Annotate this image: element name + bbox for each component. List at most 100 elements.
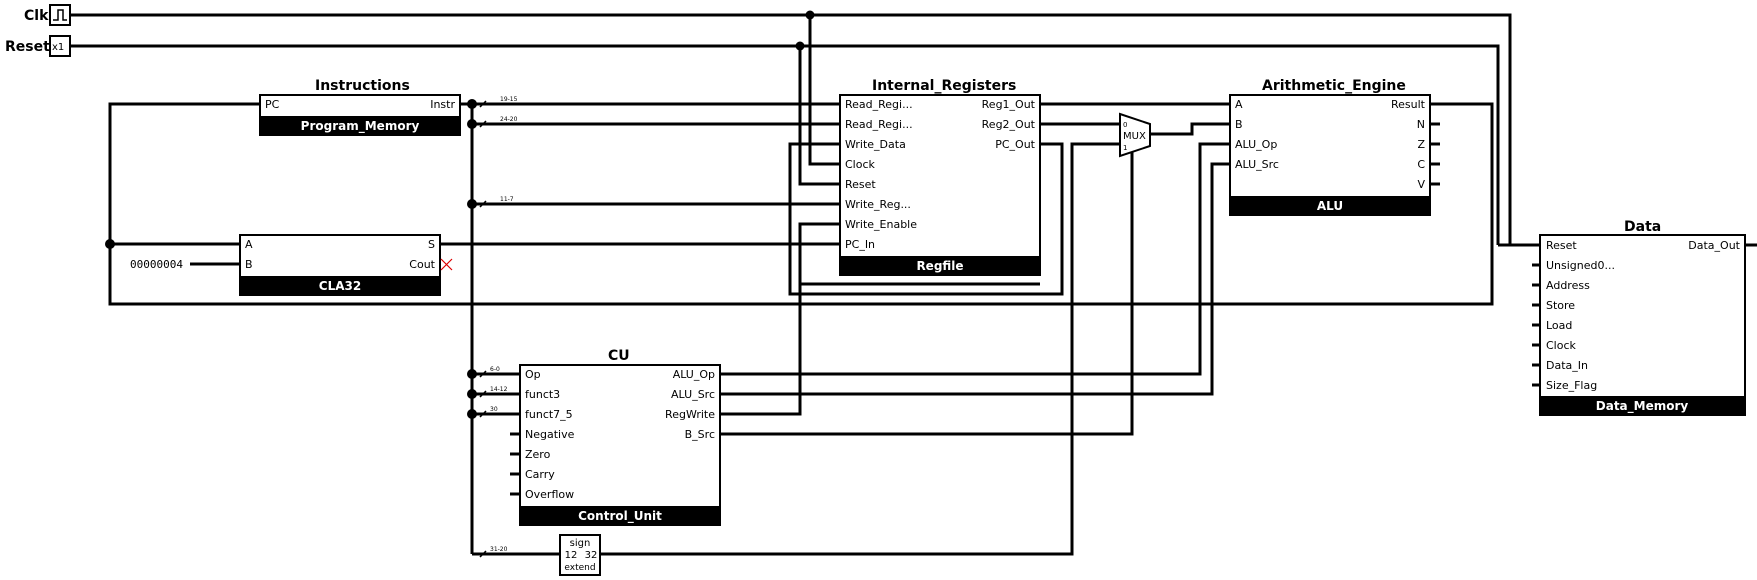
dm-pin-address: Address bbox=[1546, 279, 1590, 292]
instr-bus bbox=[460, 102, 474, 554]
split-imm-label: 31-20 bbox=[490, 546, 508, 553]
dm-pin-reset: Reset bbox=[1546, 239, 1577, 252]
reset-input[interactable]: Reset x1 bbox=[5, 35, 71, 57]
writedata-wire bbox=[788, 142, 1064, 296]
wires bbox=[63, 13, 1757, 556]
mux-sel1: 1 bbox=[1123, 144, 1127, 152]
alu-pin-n: N bbox=[1417, 118, 1425, 131]
alusrc-wire bbox=[720, 162, 1232, 396]
mux-sel0: 0 bbox=[1123, 121, 1127, 129]
mux-block[interactable]: 0 1 MUX bbox=[1119, 112, 1151, 158]
rf-pin-pcout: PC_Out bbox=[995, 138, 1035, 151]
junctions bbox=[105, 10, 815, 419]
regfile-title: Internal_Registers bbox=[872, 78, 1016, 94]
cu-pin-funct3: funct3 bbox=[525, 388, 560, 401]
program-memory-name: Program_Memory bbox=[301, 119, 420, 134]
reset-value: x1 bbox=[52, 42, 64, 53]
unconnected-x-icon bbox=[440, 258, 453, 271]
clock-waveform-icon bbox=[53, 9, 67, 21]
rf-pin-wd: Write_Data bbox=[845, 138, 906, 151]
alu-pin-b: B bbox=[1235, 118, 1243, 131]
alu-block[interactable]: Arithmetic_Engine ALU A B ALU_Op ALU_Src… bbox=[1229, 78, 1431, 216]
cu-pin-bsrc: B_Src bbox=[685, 428, 715, 441]
split-rs1-label: 19-15 bbox=[500, 96, 518, 103]
rf-pin-reset: Reset bbox=[845, 178, 876, 191]
cu-name: Control_Unit bbox=[578, 509, 662, 524]
control-unit-block[interactable]: CU Control_Unit Op funct3 funct7_5 Negat… bbox=[519, 348, 721, 526]
split-funct3-label: 14-12 bbox=[490, 386, 508, 393]
cu-pin-carry: Carry bbox=[525, 468, 555, 481]
dm-pin-load: Load bbox=[1546, 319, 1572, 332]
reset-box[interactable] bbox=[49, 35, 71, 57]
cu-pin-regwrite: RegWrite bbox=[665, 408, 715, 421]
cu-pin-zero: Zero bbox=[525, 448, 551, 461]
bsrc-wire bbox=[720, 144, 1134, 436]
split-op-label: 6-0 bbox=[490, 366, 500, 373]
rf-pin-reg1out: Reg1_Out bbox=[982, 98, 1036, 111]
clk-box[interactable] bbox=[49, 4, 71, 26]
dm-pin-size: Size_Flag bbox=[1546, 379, 1597, 392]
sext-in: 12 bbox=[565, 550, 578, 561]
program-memory-title: Instructions bbox=[315, 78, 410, 94]
regfile-block[interactable]: Internal_Registers Regfile Read_Regi... … bbox=[839, 78, 1041, 276]
alu-pin-aluop: ALU_Op bbox=[1235, 138, 1277, 151]
rf-pin-reg2out: Reg2_Out bbox=[982, 118, 1036, 131]
imm-to-mux-wire bbox=[600, 142, 1120, 556]
cla32-name: CLA32 bbox=[319, 279, 361, 293]
program-memory-block[interactable]: Instructions Program_Memory PC Instr bbox=[259, 78, 461, 136]
data-memory-block[interactable]: Data Data_Memory Reset Unsigned0... Addr… bbox=[1539, 219, 1746, 416]
cla-pin-b: B bbox=[245, 258, 253, 271]
regwrite-wire bbox=[720, 224, 802, 416]
mux-label: MUX bbox=[1123, 131, 1146, 142]
clk-label: Clk bbox=[24, 8, 49, 24]
alu-pin-result: Result bbox=[1391, 98, 1426, 111]
cla-pin-a: A bbox=[245, 238, 253, 251]
dm-pin-dataout: Data_Out bbox=[1688, 239, 1740, 252]
dm-pin-datain: Data_In bbox=[1546, 359, 1588, 372]
reset-label: Reset bbox=[5, 39, 50, 55]
dm-pin-unsigned: Unsigned0... bbox=[1546, 259, 1615, 272]
data-memory-name: Data_Memory bbox=[1596, 399, 1689, 414]
clk-input[interactable]: Clk bbox=[24, 4, 71, 26]
alu-title: Arithmetic_Engine bbox=[1262, 78, 1406, 94]
cu-pin-negative: Negative bbox=[525, 428, 575, 441]
reset-wire bbox=[63, 44, 1500, 245]
aluop-wire bbox=[720, 142, 1232, 376]
reset-to-regfile-wire bbox=[798, 46, 845, 186]
cu-pin-op: Op bbox=[525, 368, 541, 381]
rf-pin-we: Write_Enable bbox=[845, 218, 917, 231]
cla-pin-cout: Cout bbox=[409, 258, 435, 271]
split-rd-label: 11-7 bbox=[500, 196, 514, 203]
rf-pin-clock: Clock bbox=[845, 158, 876, 171]
alu-pin-c: C bbox=[1417, 158, 1425, 171]
rf-pin-pcin: PC_In bbox=[845, 238, 875, 251]
cu-pin-overflow: Overflow bbox=[525, 488, 574, 501]
cu-pin-alusrc: ALU_Src bbox=[671, 388, 715, 401]
dm-pin-store: Store bbox=[1546, 299, 1575, 312]
splitter-labels: 19-15 24-20 11-7 6-0 14-12 30 31-20 bbox=[479, 96, 518, 558]
cu-pin-funct7: funct7_5 bbox=[525, 408, 573, 421]
mux-to-alu-wire bbox=[1150, 122, 1232, 136]
cu-pin-aluop: ALU_Op bbox=[673, 368, 715, 381]
regfile-name: Regfile bbox=[916, 259, 963, 273]
clk-to-regfile-wire bbox=[808, 15, 845, 166]
data-memory-title: Data bbox=[1624, 219, 1661, 235]
cla-pin-s: S bbox=[428, 238, 435, 251]
split-rs2-label: 24-20 bbox=[500, 116, 518, 123]
cu-title: CU bbox=[608, 348, 630, 364]
rf-pin-rr1: Read_Regi... bbox=[845, 98, 913, 111]
alu-pin-z: Z bbox=[1417, 138, 1425, 151]
rf-pin-rr2: Read_Regi... bbox=[845, 118, 913, 131]
split-funct7-label: 30 bbox=[490, 406, 498, 413]
alu-pin-v: V bbox=[1417, 178, 1425, 191]
dm-pin-clock: Clock bbox=[1546, 339, 1577, 352]
alu-pin-alusrc: ALU_Src bbox=[1235, 158, 1279, 171]
sext-out: 32 bbox=[585, 550, 598, 561]
sext-top: sign bbox=[570, 538, 591, 549]
cla32-block[interactable]: CLA32 A B S Cout bbox=[239, 234, 453, 296]
pm-pin-instr: Instr bbox=[430, 98, 455, 111]
sign-extend-block[interactable]: sign 12 32 extend bbox=[559, 534, 601, 576]
sext-bottom: extend bbox=[564, 563, 595, 573]
alu-name: ALU bbox=[1317, 199, 1343, 213]
